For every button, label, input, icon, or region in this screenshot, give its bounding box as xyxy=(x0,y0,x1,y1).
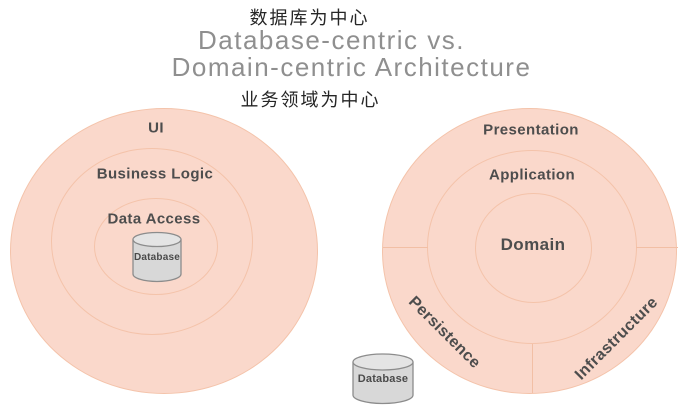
database-icon xyxy=(352,353,414,405)
ring-divider-bottom xyxy=(532,344,533,393)
data-access-label: Data Access xyxy=(107,210,201,228)
domain-label: Domain xyxy=(500,235,566,254)
database-label: Database xyxy=(133,252,181,263)
page-title-line1: Database-centric vs. xyxy=(198,25,465,55)
application-label: Application xyxy=(488,166,576,184)
page-title-line2: Domain-centric Architecture xyxy=(171,52,532,82)
business-logic-ring xyxy=(51,148,253,335)
database-cylinder-icon: Database xyxy=(132,231,182,283)
ring-divider-right xyxy=(636,247,678,248)
presentation-label: Presentation xyxy=(483,121,579,139)
ui-label: UI xyxy=(148,119,164,137)
ring-divider-left xyxy=(383,247,428,248)
database-label: Database xyxy=(357,373,409,385)
database-icon xyxy=(132,231,182,283)
external-database-cylinder-icon: Database xyxy=(352,353,414,405)
business-logic-label: Business Logic xyxy=(96,165,214,183)
caption-database-centric-zh: 数据库为中心 xyxy=(249,8,370,28)
domain-circle xyxy=(475,193,592,303)
caption-domain-centric-zh: 业务领域为中心 xyxy=(240,90,381,110)
